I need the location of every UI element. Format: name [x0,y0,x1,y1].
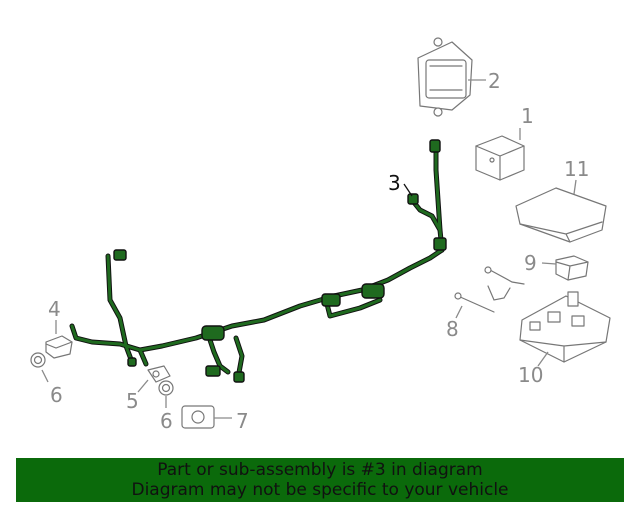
part-6-ring-mid [158,380,174,396]
part-7-bezel [181,405,215,429]
callout-3: 3 [388,171,401,195]
callout-7: 7 [236,409,249,433]
part-8-cable [454,266,525,313]
leader-11 [573,179,577,195]
leader-5 [137,379,149,393]
part-6-ring-left [30,352,46,368]
leader-9 [541,262,557,265]
callout-11: 11 [564,157,589,181]
leader-8 [455,305,463,319]
callout-6-mid: 6 [160,409,173,433]
callout-10: 10 [518,363,543,387]
info-banner: Part or sub-assembly is #3 in diagram Di… [16,458,624,502]
banner-line-2: Diagram may not be specific to your vehi… [131,480,509,500]
leader-10 [537,351,549,367]
part-2-module [417,37,473,117]
leader-6-left [41,369,49,383]
callout-6-left: 6 [50,383,63,407]
part-9-relay [555,255,589,281]
banner-line-1: Part or sub-assembly is #3 in diagram [157,460,483,480]
part-10-fuse-block [519,291,611,363]
callout-2: 2 [488,69,501,93]
leader-3 [403,183,413,197]
callout-1: 1 [521,104,534,128]
part-4-sensor [45,335,73,359]
callout-4: 4 [48,297,61,321]
part-3-wiring-harness [69,139,447,383]
callout-5: 5 [126,389,139,413]
parts-diagram: 2 1 11 9 8 10 [30,37,611,433]
part-11-cover [515,187,607,243]
part-5-bracket [147,365,171,383]
part-1-control-module [475,135,525,181]
callout-9: 9 [524,251,537,275]
callout-8: 8 [446,317,459,341]
